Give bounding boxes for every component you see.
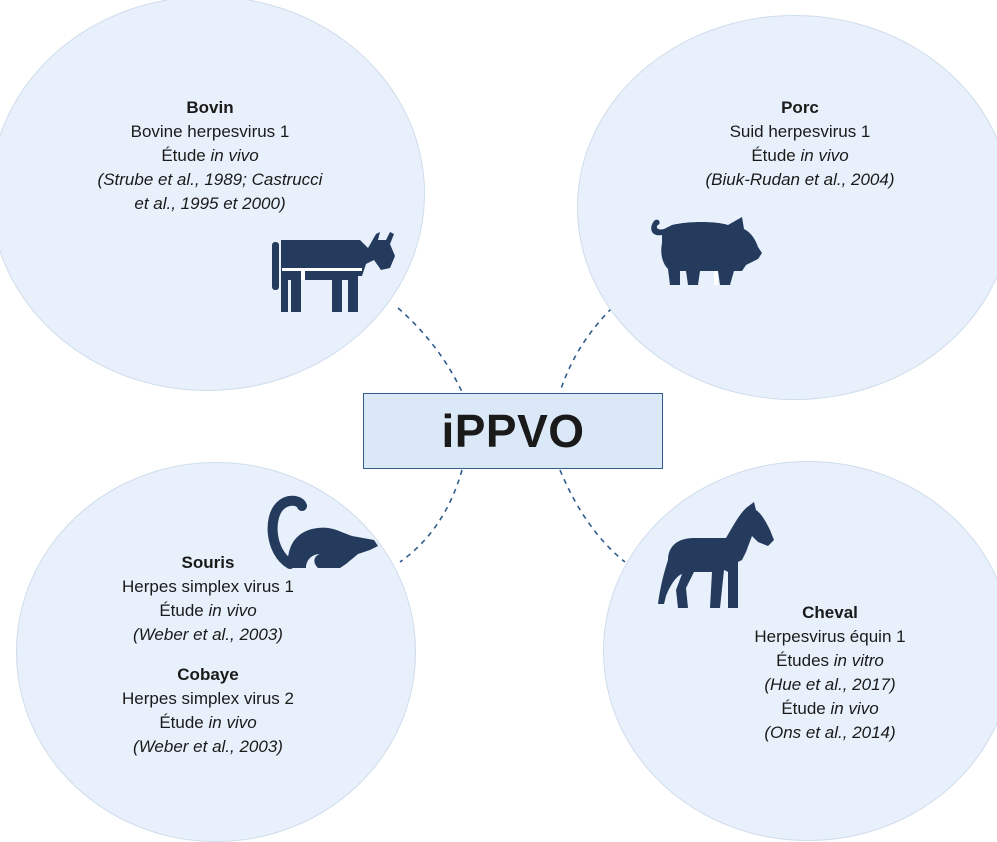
cheval-card: Cheval Herpesvirus équin 1 Études in vit…	[680, 601, 980, 745]
porc-circle	[577, 15, 997, 400]
bovin-ref-1: (Strube et al., 1989; Castrucci	[97, 170, 323, 189]
cobaye-ref: (Weber et al., 2003)	[133, 737, 283, 756]
souris-title: Souris	[181, 553, 235, 572]
cheval-study-1: Études in vitro	[776, 651, 884, 670]
bovin-title: Bovin	[186, 98, 234, 117]
cheval-title: Cheval	[802, 603, 858, 622]
cheval-circle	[603, 461, 997, 841]
pig-icon	[651, 217, 762, 285]
connector-souris	[399, 469, 463, 563]
bovin-virus: Bovine herpesvirus 1	[130, 122, 290, 141]
cow-icon	[272, 232, 395, 312]
souris-card: Souris Herpes simplex virus 1 Étude in v…	[58, 551, 358, 759]
bovin-ref-2: et al., 1995 et 2000)	[134, 194, 286, 213]
porc-study: Étude in vivo	[751, 146, 849, 165]
connector-cheval	[559, 469, 626, 563]
porc-title: Porc	[781, 98, 819, 117]
bovin-study: Étude in vivo	[161, 146, 259, 165]
souris-study: Étude in vivo	[159, 601, 257, 620]
porc-card: Porc Suid herpesvirus 1 Étude in vivo (B…	[640, 96, 960, 192]
bovin-card: Bovin Bovine herpesvirus 1 Étude in vivo…	[40, 96, 380, 216]
center-label: iPPVO	[441, 405, 585, 457]
cobaye-title: Cobaye	[177, 665, 239, 684]
mouse-icon	[267, 495, 378, 569]
souris-cobaye-circle	[16, 462, 416, 842]
cheval-ref-2: (Ons et al., 2014)	[764, 723, 896, 742]
cheval-ref-1: (Hue et al., 2017)	[764, 675, 896, 694]
souris-ref: (Weber et al., 2003)	[133, 625, 283, 644]
center-box: iPPVO	[363, 393, 663, 469]
cobaye-virus: Herpes simplex virus 2	[122, 689, 294, 708]
connector-porc	[559, 307, 613, 393]
cobaye-study: Étude in vivo	[159, 713, 257, 732]
porc-ref: (Biuk-Rudan et al., 2004)	[705, 170, 895, 189]
horse-icon	[658, 502, 774, 608]
cheval-study-2: Étude in vivo	[781, 699, 879, 718]
porc-virus: Suid herpesvirus 1	[729, 122, 871, 141]
bovin-circle	[0, 0, 425, 391]
connector-bovin	[397, 307, 463, 393]
cheval-virus: Herpesvirus équin 1	[754, 627, 906, 646]
souris-virus: Herpes simplex virus 1	[122, 577, 294, 596]
